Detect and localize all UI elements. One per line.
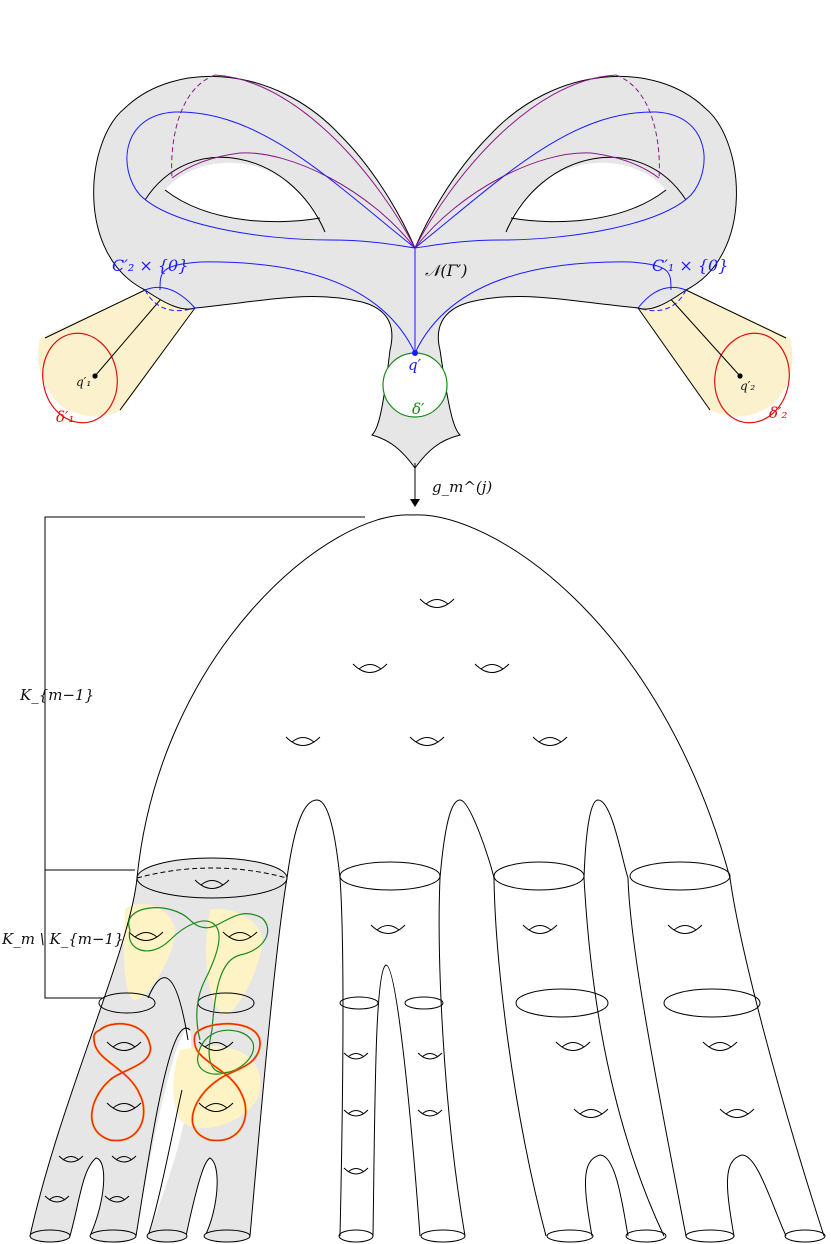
- blue-loop-right: [414, 111, 705, 249]
- bracket-k-m: [44, 870, 110, 999]
- delta2-circle: [714, 332, 790, 424]
- blue-edge-left: [159, 261, 416, 354]
- map-arrow-head: [410, 499, 420, 507]
- label-k-m-set-minus: K_m \ K_{m−1}: [2, 930, 124, 948]
- upper-dome: [136, 514, 731, 879]
- label-map: g_m^(j): [432, 478, 493, 496]
- label-delta2-prime: δ′₂: [769, 404, 788, 422]
- label-c2-times-0: C′₂ × {0}: [112, 256, 189, 275]
- left-cylinder: [38, 290, 195, 417]
- left-handle-hole: [165, 162, 320, 222]
- green-curve: [128, 907, 269, 1075]
- bracket-k-m-1: [44, 516, 365, 871]
- lower-surface: [29, 514, 826, 1243]
- label-c1-times-0: C′₁ × {0}: [652, 256, 729, 275]
- right-cylinder: [638, 290, 793, 417]
- label-delta1-prime: δ′₁: [56, 408, 75, 426]
- purple-curve-right-outer: [414, 74, 617, 249]
- blue-edge-right: [414, 261, 672, 354]
- delta1-circle: [42, 332, 118, 424]
- purple-curve-left-inner: [171, 152, 416, 249]
- label-neighborhood: 𝒩(Γ′): [425, 261, 468, 280]
- label-k-m-minus-1: K_{m−1}: [20, 686, 95, 704]
- right-handle-hole: [511, 162, 666, 222]
- purple-curve-left-outer: [214, 74, 416, 249]
- label-delta-prime: δ′: [412, 400, 425, 418]
- upper-surface: [38, 74, 793, 469]
- q-point: [412, 350, 418, 356]
- q2-point: [737, 373, 743, 379]
- label-q2-prime: q′₂: [740, 379, 756, 393]
- q1-point: [92, 373, 98, 379]
- label-q1-prime: q′₁: [76, 375, 92, 389]
- label-q-prime: q′: [408, 356, 422, 374]
- blue-loop-left: [126, 111, 416, 249]
- purple-curve-right-inner: [414, 152, 660, 249]
